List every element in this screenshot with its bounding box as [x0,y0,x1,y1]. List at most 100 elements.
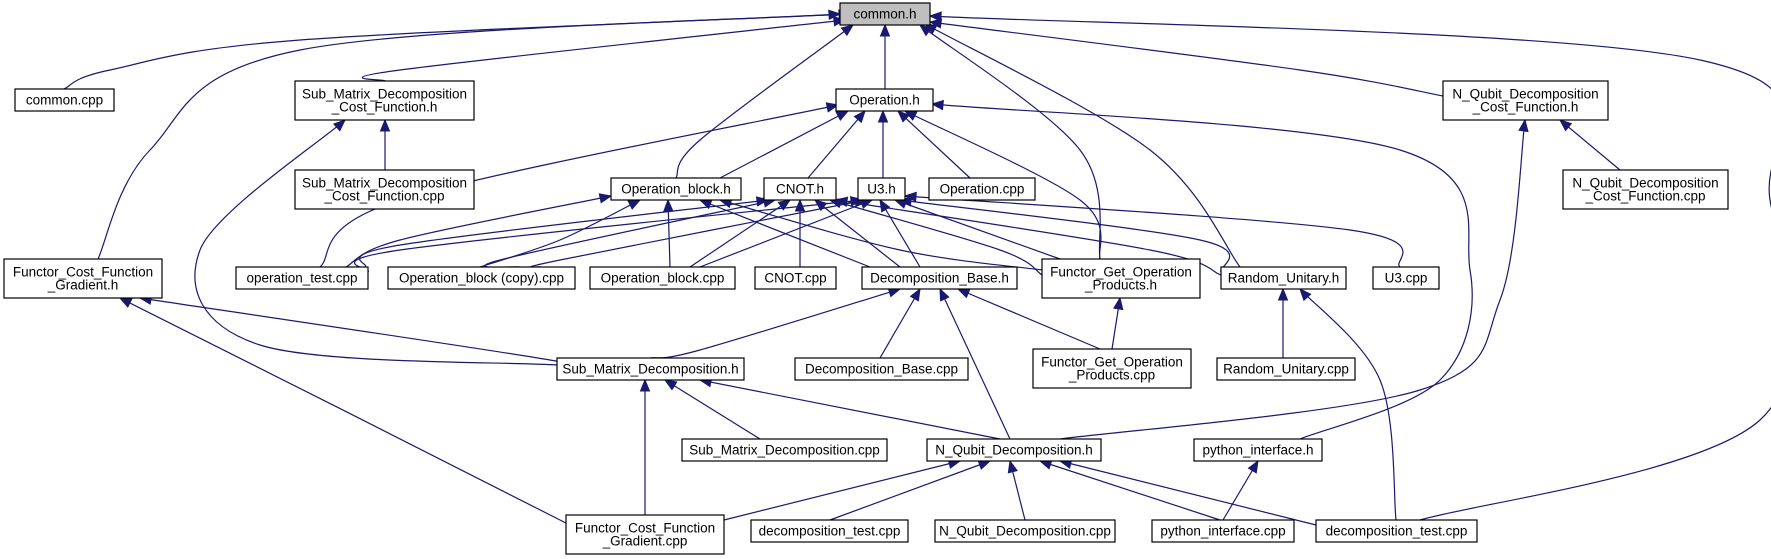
node-opblock-cpp[interactable]: Operation_block.cpp [589,266,736,290]
edge-line [807,110,866,179]
edge-common_h-to-operation_h [879,23,891,89]
edge-opblock_h-to-opblock_cpp [663,198,674,268]
node-nqd-h[interactable]: N_Qubit_Decomposition.h [926,438,1102,462]
node-fgop-h[interactable]: Functor_Get_Operation_Products.h [1041,258,1201,299]
node-fcfg-cpp[interactable]: Functor_Cost_Function_Gradient.cpp [565,514,725,555]
arrowhead [923,23,938,35]
node-randunit-h[interactable]: Random_Unitary.h [1220,266,1347,290]
arrowhead [840,24,855,37]
arrowhead [598,193,613,204]
node-box [14,88,115,112]
edge-line [529,199,867,268]
node-dectest1-cpp[interactable]: decomposition_test.cpp [750,519,909,543]
node-box [926,438,1102,462]
node-box [589,266,736,290]
edge-smdcf_h-to-smdcf_cpp [379,118,391,170]
node-nqdcf-h[interactable]: N_Qubit_Decomposition_Cost_Function.h [1442,80,1609,121]
node-opblock-h[interactable]: Operation_block.h [610,177,742,201]
node-label: Operation.h [849,93,920,108]
node-cnot-h[interactable]: CNOT.h [763,177,837,201]
node-dectest2-cpp[interactable]: decomposition_test.cpp [1315,519,1478,543]
arrowhead [777,199,792,211]
node-pyif-cpp[interactable]: python_interface.cpp [1151,519,1295,543]
node-pyif-h[interactable]: python_interface.h [1193,438,1323,462]
node-decbase-cpp[interactable]: Decomposition_Base.cpp [794,357,969,381]
arrowhead [332,119,346,132]
node-randunit-cpp[interactable]: Random_Unitary.cpp [1216,357,1356,381]
arrowhead [928,11,942,22]
node-label: Operation_block.cpp [601,271,725,286]
edge-u3_h-to-fgop_h [893,198,1061,260]
edge-nqd_h-to-pyif_cpp [1038,459,1221,521]
arrowhead [627,199,642,210]
arrowhead [118,297,133,308]
edge-line [939,288,1011,440]
node-smdcf-h[interactable]: Sub_Matrix_Decomposition_Cost_Function.h [294,80,475,121]
arrowhead [879,198,891,213]
node-smd-cpp[interactable]: Sub_Matrix_Decomposition.cpp [681,438,888,462]
edge-line [345,195,612,268]
node-smdcf-cpp[interactable]: Sub_Matrix_Decomposition_Cost_Function.c… [294,169,475,210]
node-box [1372,266,1440,290]
node-label: _Cost_Function.cpp [323,189,444,204]
arrowhead [879,23,891,37]
arrowhead [897,110,910,123]
node-box [934,519,1116,543]
arrowhead [639,378,651,392]
arrowhead [1518,118,1529,133]
node-nqdcf-cpp[interactable]: N_Qubit_Decomposition_Cost_Function.cpp [1562,169,1729,210]
edge-randunit_h-to-dectest2_cpp [1299,288,1397,521]
edge-common_h-to-nqdcf_h [928,18,1444,97]
node-operation-cpp[interactable]: Operation.cpp [928,177,1036,201]
node-box [1193,438,1323,462]
node-box [839,2,931,26]
edge-u3_h-to-randunit_h [898,196,1231,273]
node-label: _Cost_Function.h [1472,100,1579,115]
edge-line [1559,119,1621,171]
arrowhead [379,118,391,132]
node-label: _Products.cpp [1068,368,1155,383]
node-box [1032,348,1192,389]
node-opblockcopy-cpp[interactable]: Operation_block (copy).cpp [387,266,576,290]
node-box [294,169,475,210]
node-common-cpp[interactable]: common.cpp [14,88,115,112]
node-label: N_Qubit_Decomposition.cpp [939,524,1111,539]
node-label: _Gradient.cpp [602,534,688,549]
edge-common_h-to-opblock_h [675,24,855,179]
node-decbase-h[interactable]: Decomposition_Base.h [861,266,1018,290]
node-fcfg-h[interactable]: Functor_Cost_Function_Gradient.h [3,258,163,299]
node-nqd-cpp[interactable]: N_Qubit_Decomposition.cpp [934,519,1116,543]
edge-line [719,110,849,179]
arrowhead [977,460,992,470]
node-box [610,177,742,201]
edge-line [719,199,1043,271]
node-box [857,177,906,201]
edge-line [957,288,1101,350]
arrowhead [828,9,842,20]
edge-smd_h-to-smd_cpp [663,379,761,440]
edge-line [699,379,1001,440]
edge-line [1059,460,1317,526]
edge-line [899,199,1231,273]
node-label: Functor_Cost_Function [575,521,715,536]
node-optest-cpp[interactable]: operation_test.cpp [235,266,369,290]
node-box [556,357,745,381]
node-common-h[interactable]: common.h [839,2,931,26]
node-u3-cpp[interactable]: U3.cpp [1372,266,1440,290]
node-box [1216,357,1356,381]
node-u3-h[interactable]: U3.h [857,177,906,201]
arrowhead [956,288,971,299]
edge-common_h-to-fgop_h [918,24,1101,260]
node-operation-h[interactable]: Operation.h [835,88,934,112]
node-smd-h[interactable]: Sub_Matrix_Decomposition.h [556,357,745,381]
node-label: CNOT.h [776,182,824,197]
node-fgop-cpp[interactable]: Functor_Get_Operation_Products.cpp [1032,348,1192,389]
node-cnot-cpp[interactable]: CNOT.cpp [754,266,837,290]
edge-cnot_h-to-cnot_cpp [794,198,806,267]
edge-nqd_h-to-fcfg_cpp [723,458,962,521]
edge-line [361,19,846,82]
arrowhead [1007,459,1018,474]
node-label: python_interface.h [1202,443,1313,458]
edge-u3_h-to-u3_cpp [903,191,1404,268]
